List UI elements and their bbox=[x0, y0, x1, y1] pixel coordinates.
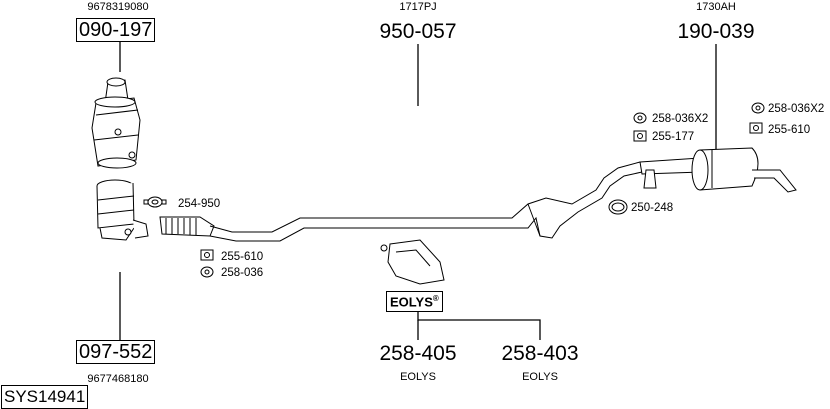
part-code-258-403: 258-403 bbox=[501, 342, 578, 365]
desc-258-403: EOLYS bbox=[522, 371, 558, 383]
catalytic-converter bbox=[91, 77, 141, 169]
part-code-258-405: 258-405 bbox=[379, 342, 456, 365]
clamp-ring-icon bbox=[608, 199, 628, 215]
oem-rear: 1730AH bbox=[696, 1, 736, 13]
fitting-label: 258-036X2 bbox=[768, 103, 824, 115]
eolys-label: EOLYS® bbox=[386, 291, 443, 313]
particulate-filter bbox=[96, 179, 149, 241]
oem-middle: 1717PJ bbox=[399, 1, 436, 13]
fitting-label: 258-036 bbox=[221, 267, 263, 279]
leader-eolys-bracket bbox=[417, 312, 541, 340]
fitting-icons bbox=[143, 102, 765, 278]
registered-mark: ® bbox=[432, 294, 439, 303]
part-code-950-057: 950-057 bbox=[379, 20, 456, 43]
part-code-097-552: 097-552 bbox=[76, 340, 156, 364]
middle-pipe bbox=[209, 161, 643, 242]
oem-bottom-left: 9677468180 bbox=[87, 373, 148, 385]
desc-258-405: EOLYS bbox=[400, 371, 436, 383]
flex-pipe bbox=[159, 216, 215, 237]
clamp-icon bbox=[143, 196, 167, 208]
fitting-label: 255-610 bbox=[221, 251, 263, 263]
eolys-tank bbox=[380, 239, 445, 285]
part-code-190-039: 190-039 bbox=[677, 20, 754, 43]
oem-top-left: 9678319080 bbox=[87, 1, 148, 13]
rubber-mount-icon bbox=[633, 112, 647, 124]
bracket-icon bbox=[749, 122, 763, 134]
part-code-090-197: 090-197 bbox=[76, 18, 156, 42]
fitting-label: 258-036X2 bbox=[652, 113, 708, 125]
rear-muffler bbox=[639, 147, 797, 193]
fitting-label: 254-950 bbox=[178, 198, 220, 210]
rubber-mount-icon bbox=[200, 266, 214, 278]
fitting-label: 250-248 bbox=[631, 202, 673, 214]
fitting-label: 255-177 bbox=[652, 131, 694, 143]
eolys-text: EOLYS bbox=[390, 294, 433, 310]
diagram-id: SYS14941 bbox=[1, 385, 89, 409]
hanger-icon bbox=[643, 169, 657, 189]
fitting-label: 255-610 bbox=[768, 124, 810, 136]
rubber-mount-icon bbox=[751, 102, 765, 114]
bracket-icon bbox=[633, 130, 647, 142]
bracket-icon bbox=[200, 249, 214, 261]
